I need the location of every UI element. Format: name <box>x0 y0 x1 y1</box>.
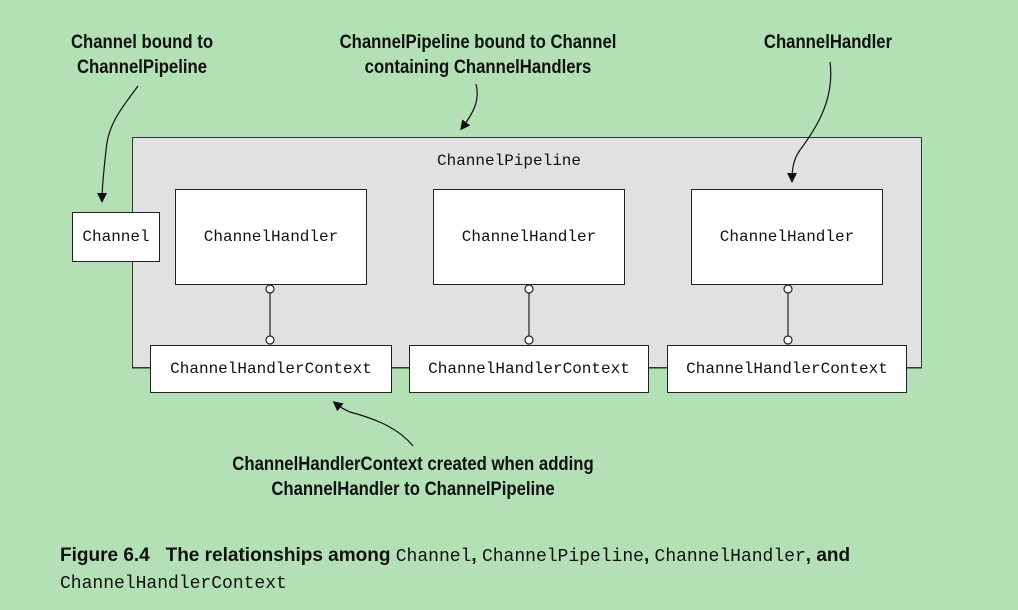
connector-circle <box>524 335 534 345</box>
callout-line: ChannelHandlerContext created when addin… <box>232 454 594 475</box>
caption-figure-number: Figure 6.4 <box>60 545 150 566</box>
callout-line: containing ChannelHandlers <box>364 57 592 78</box>
channel-handler-context-box: ChannelHandlerContext <box>150 345 392 393</box>
arrow-context-created <box>332 401 414 447</box>
connector-circle <box>265 335 275 345</box>
caption-code: ChannelHandlerContext <box>60 574 287 594</box>
channel-handler-context-box: ChannelHandlerContext <box>667 345 907 393</box>
channel-handler-box: ChannelHandler <box>691 189 883 285</box>
caption-code: Channel <box>395 547 472 567</box>
caption-sep: , and <box>805 545 851 566</box>
arrow-channel-bound <box>97 85 139 203</box>
arrow-pipeline-bound <box>460 83 478 131</box>
channel-handler-box: ChannelHandler <box>175 189 367 285</box>
callout-line: Channel bound to <box>70 32 214 53</box>
caption-sep: , <box>643 545 650 566</box>
connector-circle <box>783 335 793 345</box>
caption-sep: , <box>471 545 477 566</box>
callout-line: ChannelHandler to ChannelPipeline <box>271 479 555 500</box>
callout-handler: ChannelHandler <box>740 30 916 55</box>
callout-line: ChannelPipeline <box>76 57 208 78</box>
channel-handler-context-box: ChannelHandlerContext <box>409 345 649 393</box>
caption-code: ChannelHandler <box>654 547 806 567</box>
channel-box: Channel <box>72 212 160 262</box>
callout-context-created: ChannelHandlerContext created when addin… <box>202 452 624 502</box>
channel-handler-box: ChannelHandler <box>433 189 625 285</box>
pipeline-label: ChannelPipeline <box>436 152 582 170</box>
callout-line: ChannelPipeline bound to Channel <box>339 32 617 53</box>
connector-circle <box>783 284 793 294</box>
connector-circle <box>265 284 275 294</box>
callout-pipeline-bound: ChannelPipeline bound to Channel contain… <box>320 30 637 80</box>
caption-code: ChannelPipeline <box>481 547 644 567</box>
connector-circle <box>524 284 534 294</box>
callout-line: ChannelHandler <box>763 32 893 53</box>
figure-caption: Figure 6.4 The relationships among Chann… <box>60 543 980 597</box>
arrow-handler <box>787 61 832 183</box>
caption-text: The relationships among <box>165 545 391 566</box>
callout-channel-bound: Channel bound to ChannelPipeline <box>54 30 230 80</box>
